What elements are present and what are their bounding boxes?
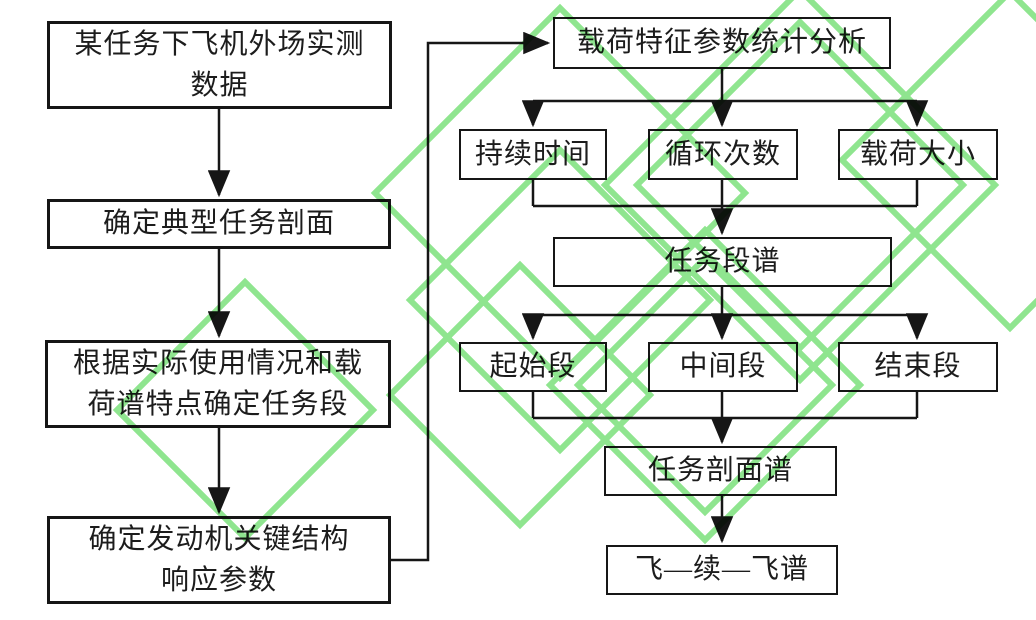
node-middle-segment: 中间段 xyxy=(648,342,798,392)
node-profile-spectrum: 任务剖面谱 xyxy=(604,446,837,496)
node-duration: 持续时间 xyxy=(459,129,607,180)
node-end-segment: 结束段 xyxy=(838,342,998,392)
node-mission-segment: 根据实际使用情况和载 荷谱特点确定任务段 xyxy=(45,340,391,428)
node-response-params: 确定发动机关键结构 响应参数 xyxy=(47,516,391,604)
node-load-magnitude: 载荷大小 xyxy=(838,129,998,180)
node-stat-analysis: 载荷特征参数统计分析 xyxy=(553,17,891,69)
node-segment-spectrum: 任务段谱 xyxy=(553,237,892,287)
node-typical-profile: 确定典型任务剖面 xyxy=(47,199,391,249)
node-cycle-count: 循环次数 xyxy=(648,129,798,180)
node-measured-data: 某任务下飞机外场实测 数据 xyxy=(47,21,392,109)
node-flight-spectrum: 飞—续—飞谱 xyxy=(606,545,838,595)
node-start-segment: 起始段 xyxy=(459,342,607,392)
